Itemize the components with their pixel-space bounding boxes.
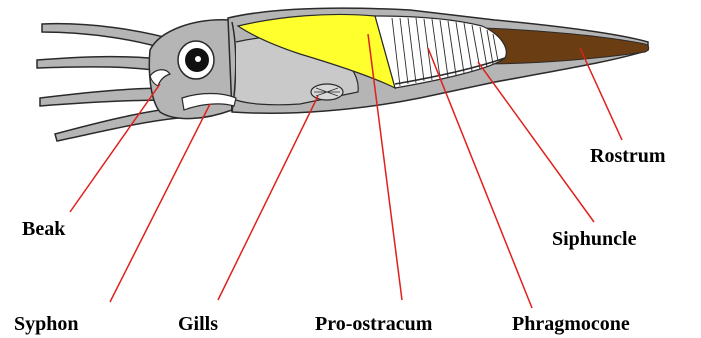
gills-shape (311, 84, 343, 100)
leader-gills (218, 96, 318, 300)
label-pro-ostracum: Pro-ostracum (315, 313, 433, 335)
arm-bottom (55, 108, 178, 141)
leader-siphuncle (478, 62, 594, 222)
label-syphon: Syphon (14, 313, 79, 335)
rostrum-shape (482, 28, 649, 64)
eye (178, 41, 214, 79)
label-siphuncle: Siphuncle (552, 228, 637, 250)
label-beak: Beak (22, 218, 66, 240)
leader-phragmocone (428, 48, 532, 308)
label-phragmocone: Phragmocone (512, 313, 630, 335)
label-rostrum: Rostrum (590, 145, 666, 167)
label-gills: Gills (178, 313, 218, 335)
